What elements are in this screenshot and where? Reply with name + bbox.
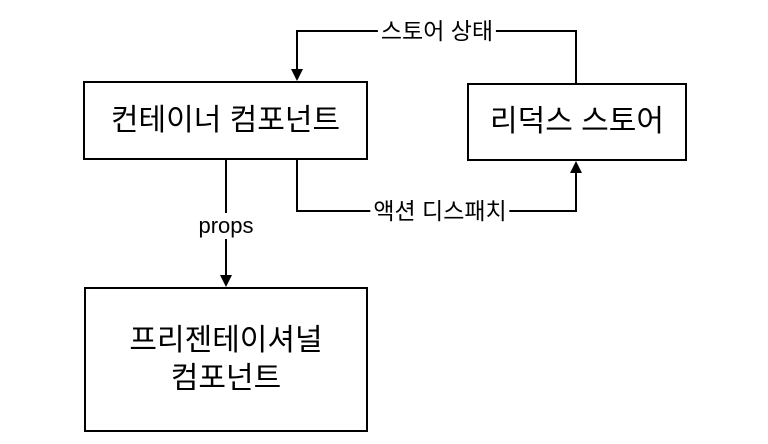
arrowhead-down-icon (220, 275, 232, 287)
props-edge-label: props (195, 213, 257, 239)
store-state-edge-label: 스토어 상태 (377, 18, 497, 44)
container-component-node: 컨테이너 컴포넌트 (83, 81, 368, 160)
arrowhead-up-icon (570, 161, 582, 173)
arrowhead-down-icon (291, 69, 303, 81)
presentational-component-label-line2: 컴포넌트 (170, 361, 282, 395)
action-dispatch-edge-right-segment (575, 172, 577, 212)
presentational-component-label-line1: 프리젠테이셔널 (129, 323, 323, 357)
action-dispatch-edge-label: 액션 디스패치 (370, 198, 510, 224)
action-dispatch-edge-left-segment (296, 160, 298, 212)
redux-store-label: 리덕스 스토어 (490, 105, 664, 138)
redux-store-node: 리덕스 스토어 (467, 83, 687, 161)
presentational-component-node: 프리젠테이셔널 컴포넌트 (84, 287, 368, 432)
container-component-label: 컨테이너 컴포넌트 (110, 103, 341, 137)
store-state-edge-left-segment (296, 31, 298, 71)
store-state-edge-right-segment (575, 31, 577, 83)
